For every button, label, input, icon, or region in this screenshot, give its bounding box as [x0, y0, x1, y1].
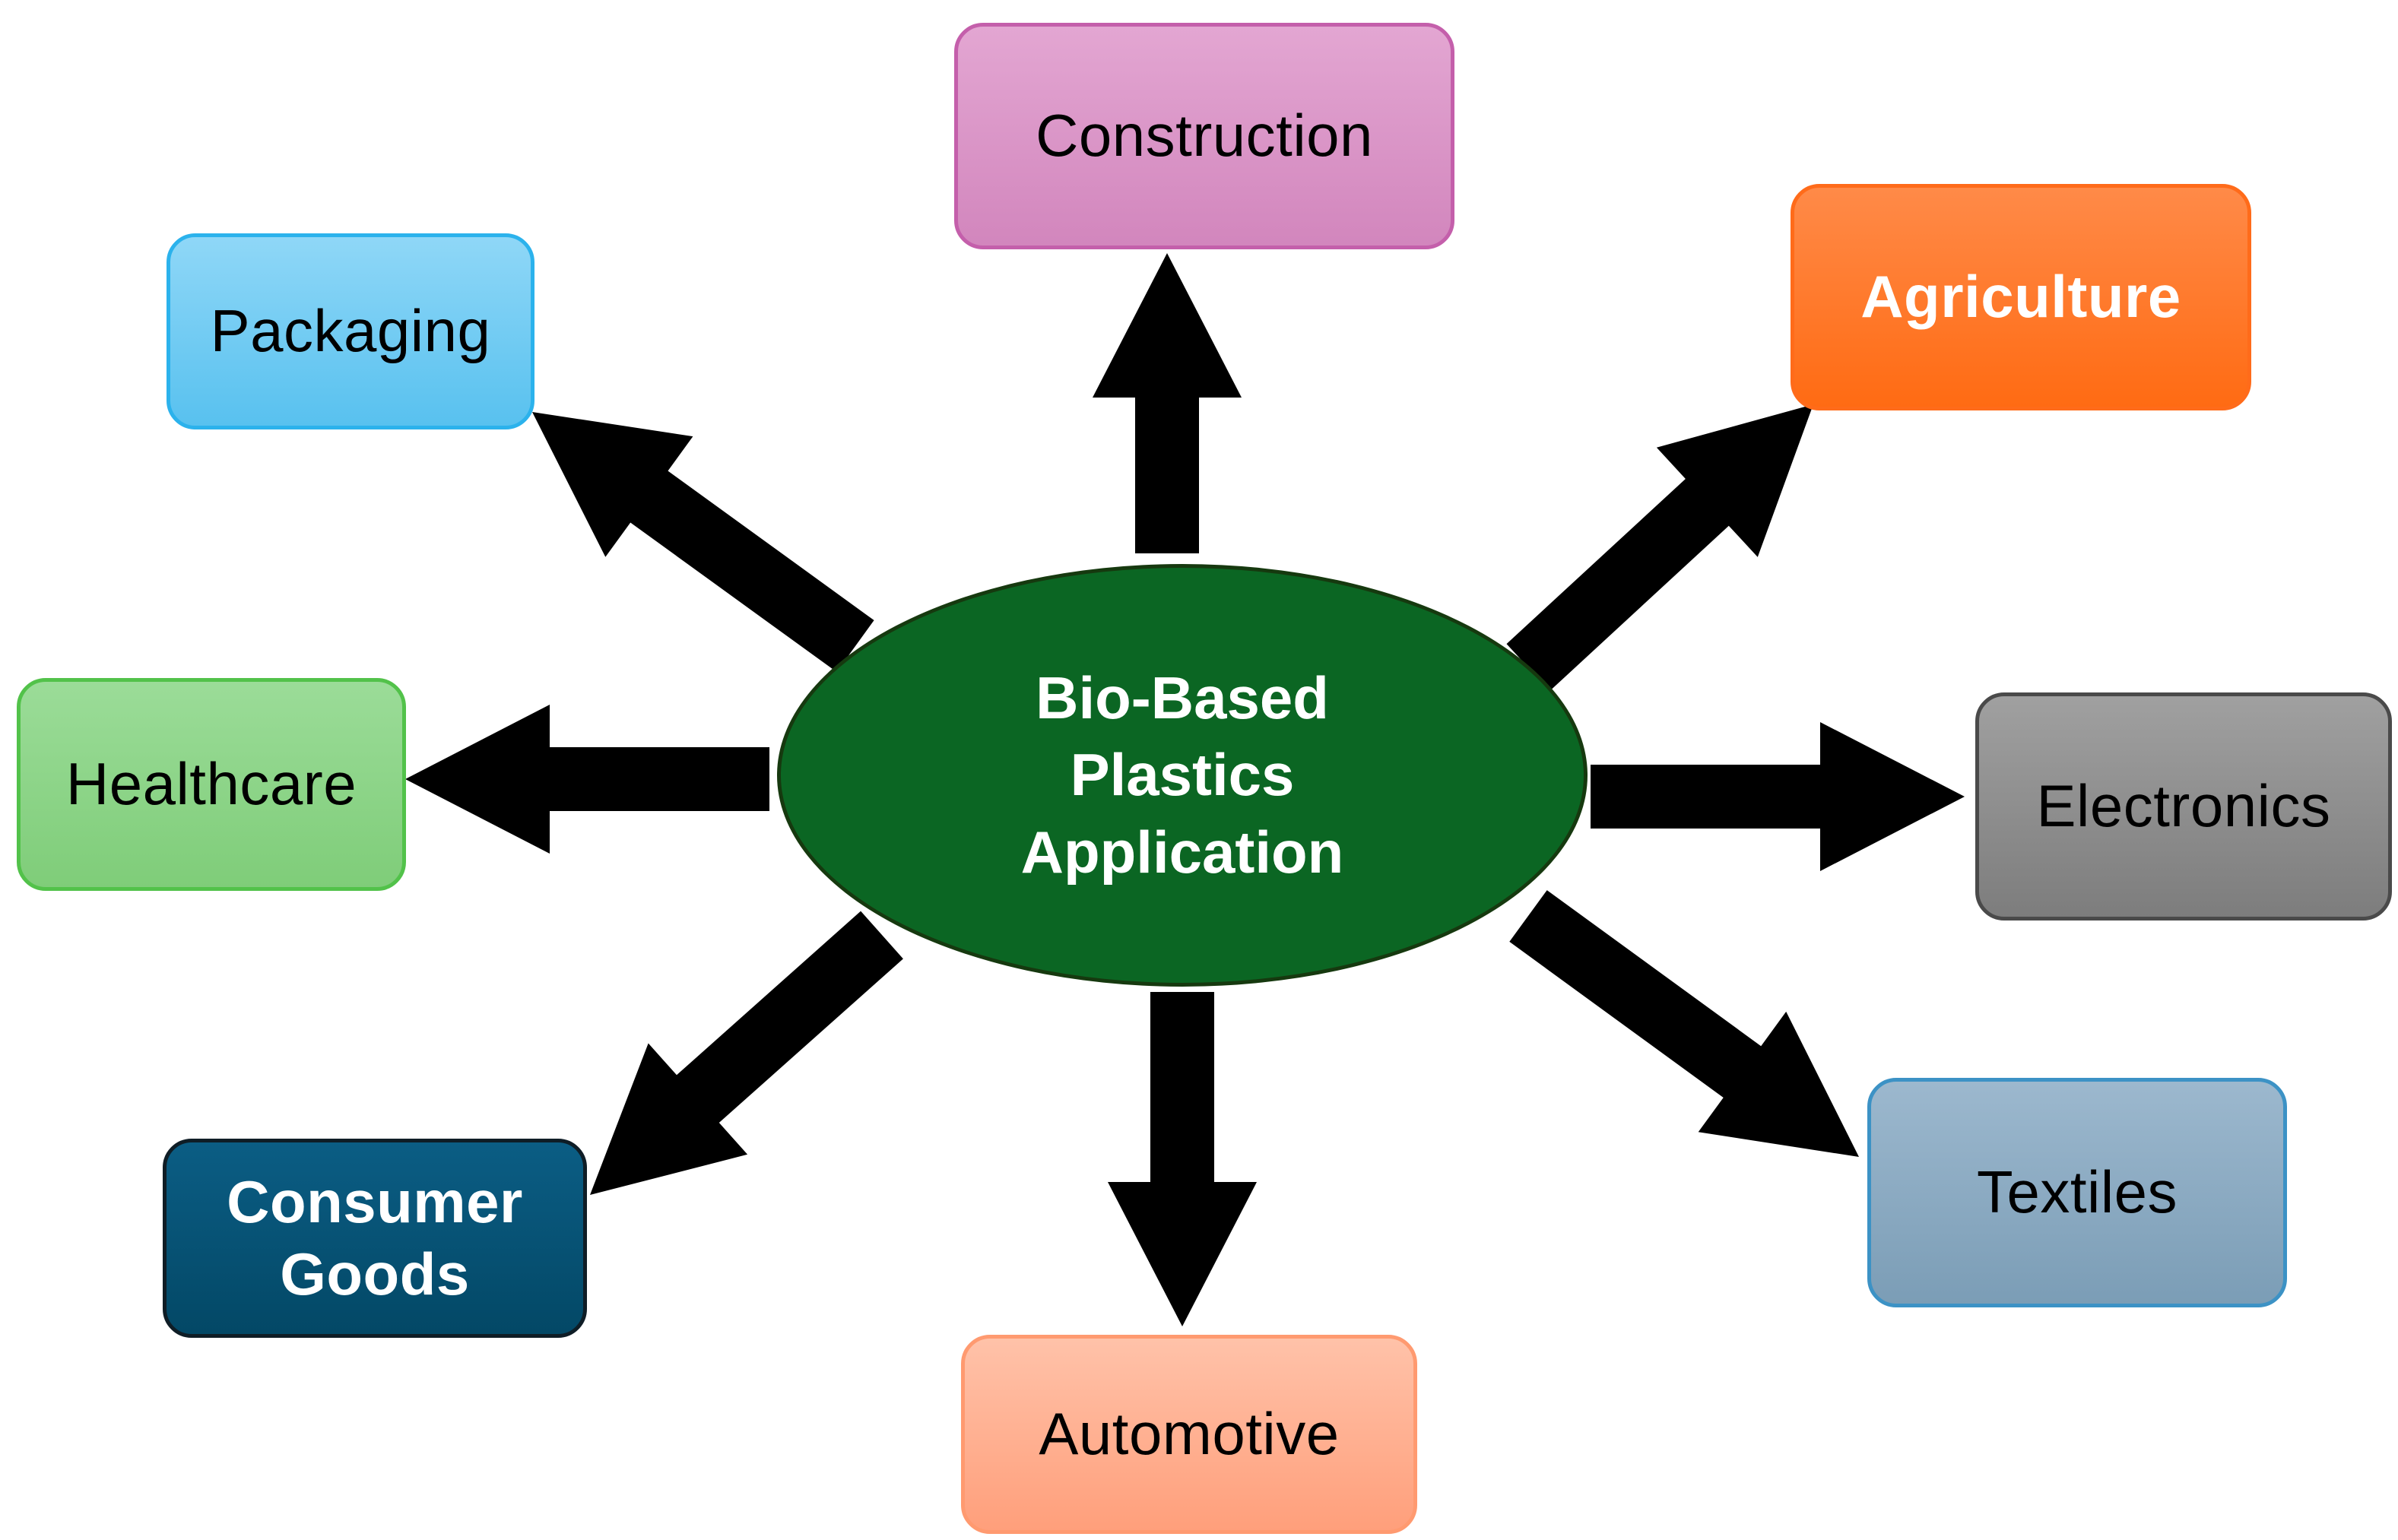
node-construction: Construction	[954, 23, 1454, 249]
node-consumer-goods: Consumer Goods	[163, 1139, 587, 1338]
node-textiles-label: Textiles	[1976, 1158, 2178, 1226]
arrow-to-textiles	[1509, 890, 1859, 1157]
node-packaging: Packaging	[167, 233, 534, 429]
arrow-to-agriculture	[1506, 404, 1813, 691]
node-electronics: Electronics	[1975, 692, 2392, 921]
arrow-to-automotive	[1108, 992, 1257, 1326]
node-automotive: Automotive	[961, 1335, 1417, 1534]
arrow-to-healthcare	[405, 705, 769, 854]
node-healthcare-label: Healthcare	[65, 750, 357, 818]
node-packaging-label: Packaging	[210, 297, 491, 365]
node-textiles: Textiles	[1867, 1078, 2287, 1307]
node-electronics-label: Electronics	[2036, 772, 2331, 840]
node-consumer-goods-label-line-2: Goods	[280, 1241, 470, 1307]
center-label-line-2: Plastics	[1070, 741, 1295, 809]
center-ellipse: Bio-Based Plastics Application	[777, 564, 1588, 987]
arrow-to-packaging	[532, 412, 874, 672]
center-label-line-3: Application	[1020, 818, 1344, 886]
node-construction-label: Construction	[1036, 102, 1373, 170]
node-consumer-goods-label-line-1: Consumer	[227, 1168, 523, 1235]
node-healthcare: Healthcare	[17, 678, 406, 891]
node-agriculture-label: Agriculture	[1860, 263, 2181, 331]
arrow-to-consumer-goods	[590, 911, 903, 1195]
center-label-line-1: Bio-Based	[1036, 664, 1329, 731]
node-agriculture: Agriculture	[1791, 184, 2251, 410]
arrow-to-construction	[1093, 253, 1242, 553]
arrow-to-electronics	[1591, 722, 1965, 871]
node-automotive-label: Automotive	[1039, 1400, 1340, 1468]
